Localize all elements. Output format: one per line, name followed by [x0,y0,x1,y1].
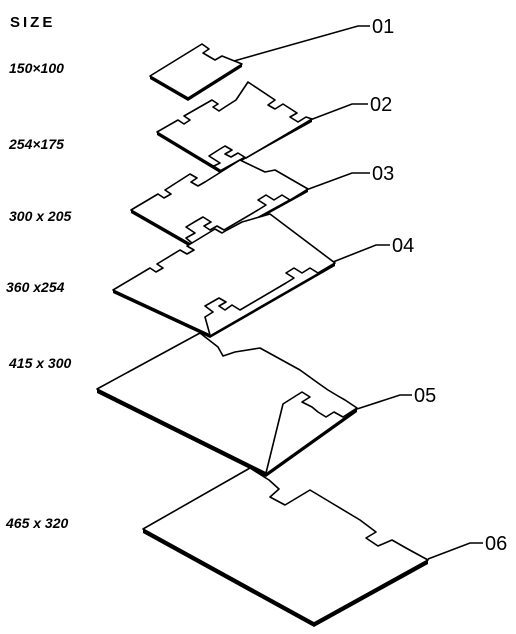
size-label-01: 150×100 [9,60,64,76]
plate-number-05: 05 [414,385,436,407]
size-label-03: 300 x 205 [9,208,71,224]
size-column-heading: SIZE [10,14,55,31]
leader-line-05 [356,394,412,410]
plate-number-03: 03 [372,163,394,185]
leader-line-01 [233,25,370,62]
plate-number-01: 01 [372,16,394,38]
size-label-05: 415 x 300 [8,355,71,371]
size-label-02: 254×175 [8,136,64,152]
size-label-06: 465 x 320 [5,515,68,531]
plate-number-02: 02 [370,94,392,116]
leader-line-04 [332,244,390,263]
leader-line-02 [309,103,368,121]
size-label-04: 360 x254 [6,279,65,295]
plate-number-04: 04 [392,235,414,257]
plate-number-06: 06 [485,533,507,555]
plate-05 [96,332,358,477]
plate-01 [149,43,243,101]
plate-06 [142,467,429,627]
leader-line-06 [427,542,483,560]
plate-02 [156,81,313,173]
leader-line-03 [305,172,370,191]
plate-04 [112,213,336,338]
